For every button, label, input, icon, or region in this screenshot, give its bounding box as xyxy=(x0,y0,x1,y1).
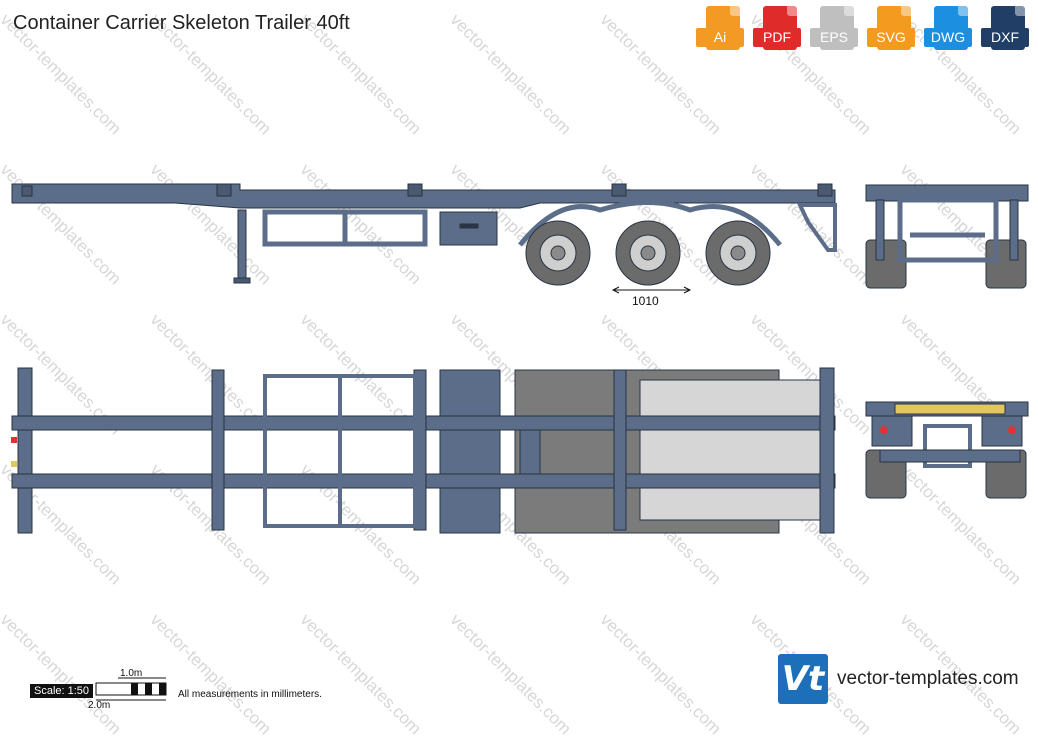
format-svg-button[interactable]: SVG xyxy=(865,6,922,54)
format-label: SVG xyxy=(867,28,915,47)
trailer-drawing xyxy=(11,183,1029,701)
format-ai-button[interactable]: Ai xyxy=(694,6,751,54)
format-eps-button[interactable]: EPS xyxy=(808,6,865,54)
format-dxf-button[interactable]: DXF xyxy=(979,6,1036,54)
side-fender xyxy=(518,200,782,247)
vt-logo-icon[interactable]: Vt xyxy=(778,654,828,704)
dimension-label: 1010 xyxy=(632,294,659,308)
side-view xyxy=(11,183,837,286)
format-label: Ai xyxy=(696,28,744,47)
format-label: EPS xyxy=(810,28,858,47)
page-title: Container Carrier Skeleton Trailer 40ft xyxy=(13,12,350,34)
measurement-note: All measurements in millimeters. xyxy=(178,689,322,700)
side-twistlock xyxy=(21,185,33,197)
scale-bottom-label: 2.0m xyxy=(88,700,111,711)
format-label: DXF xyxy=(981,28,1029,47)
front-view xyxy=(865,184,1029,289)
site-name-link[interactable]: vector-templates.com xyxy=(837,668,1019,689)
scale-bar xyxy=(95,677,167,701)
side-landing-leg xyxy=(237,209,247,283)
scale-top-label: 1.0m xyxy=(120,668,143,679)
format-downloads: Ai PDF EPS SVG DWG DXF xyxy=(694,6,1036,54)
format-label: PDF xyxy=(753,28,801,47)
side-rear-bumper xyxy=(796,203,837,252)
rear-view xyxy=(865,401,1029,499)
dimension-line xyxy=(611,286,692,294)
scale-label: Scale: 1:50 xyxy=(30,684,94,698)
format-dwg-button[interactable]: DWG xyxy=(922,6,979,54)
format-pdf-button[interactable]: PDF xyxy=(751,6,808,54)
top-view xyxy=(11,367,836,534)
format-label: DWG xyxy=(924,28,972,47)
side-wheels xyxy=(525,220,771,286)
